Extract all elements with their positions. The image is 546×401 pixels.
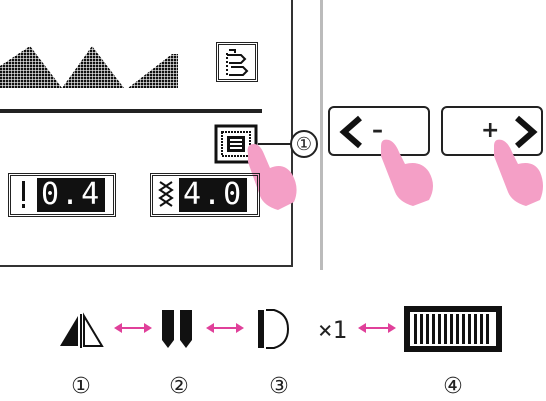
mirror-icon bbox=[60, 312, 104, 348]
triangle-stitch-icon bbox=[0, 46, 178, 88]
elongation-icon bbox=[404, 306, 502, 352]
finger-pointer-icon bbox=[381, 139, 433, 206]
mode-label-4: ④ bbox=[443, 374, 463, 399]
increase-button[interactable]: + bbox=[441, 106, 543, 156]
finger-pointer-icon bbox=[494, 139, 543, 206]
stitch-width-icon bbox=[22, 181, 25, 208]
repeat-count-label: ×1 bbox=[318, 316, 347, 344]
mode-label-1: ① bbox=[71, 374, 91, 399]
minus-sign: – bbox=[372, 118, 383, 143]
double-arrow-icon bbox=[358, 323, 396, 333]
stitch-length-icon bbox=[158, 181, 174, 207]
double-arrow-icon bbox=[206, 323, 244, 333]
mode-label-3: ③ bbox=[269, 374, 289, 399]
mode-label-2: ② bbox=[169, 374, 189, 399]
mode-select-icon bbox=[216, 42, 258, 82]
chevron-right-icon bbox=[515, 115, 538, 149]
stitch-length-value: 4.0 bbox=[179, 178, 248, 212]
single-pattern-icon bbox=[258, 309, 290, 349]
stitch-length-display: 4.0 bbox=[150, 173, 260, 217]
twin-needle-icon bbox=[162, 310, 192, 348]
chevron-left-icon bbox=[339, 115, 362, 149]
plus-sign: + bbox=[481, 118, 500, 143]
lcd-separator bbox=[0, 109, 262, 113]
divider bbox=[320, 0, 323, 270]
double-arrow-icon bbox=[114, 323, 152, 333]
stitch-width-value: 0.4 bbox=[37, 178, 106, 212]
stitch-width-display: 0.4 bbox=[8, 173, 116, 217]
callout-number: ① bbox=[290, 130, 318, 158]
decrease-button[interactable]: – bbox=[328, 106, 430, 156]
stitch-setting-icon[interactable] bbox=[214, 124, 258, 164]
callout-line bbox=[258, 143, 291, 145]
